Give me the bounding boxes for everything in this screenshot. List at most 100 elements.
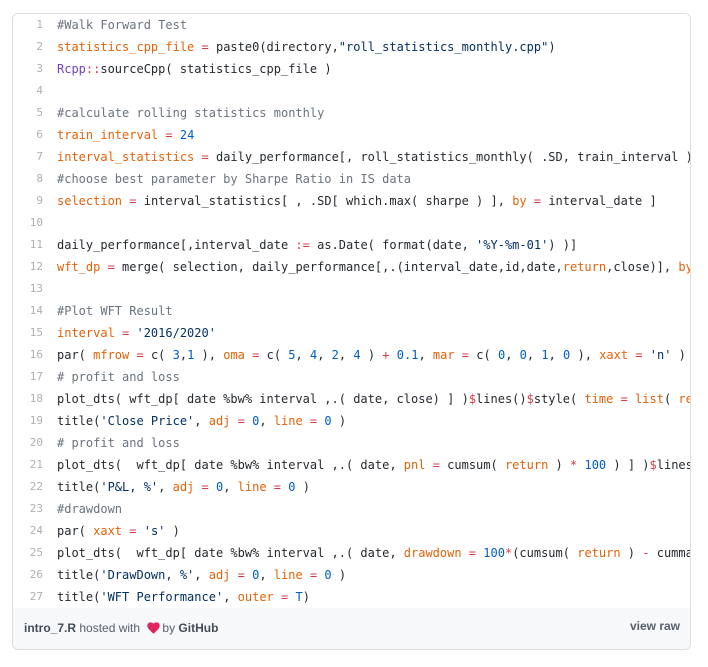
code-token: ) )] [548,238,578,252]
code-line: 20 # profit and loss [13,432,690,454]
line-number[interactable]: 11 [29,238,43,251]
view-raw-link[interactable]: view raw [629,619,680,633]
code-token: = [114,326,137,340]
code-token: 0 [563,348,571,362]
code-token: T [295,590,303,604]
file-name-link[interactable]: intro_7.R [24,621,77,635]
code-token: 1 [187,348,195,362]
code-token: plot_dts( wft_dp[ date %bw% interval ,.(… [57,546,404,560]
code-line: 8 #choose best parameter by Sharpe Ratio … [13,168,690,190]
code-token: :: [85,62,101,76]
code-token: 0 [324,568,332,582]
code-token: ) [165,524,180,538]
line-number[interactable]: 4 [36,84,43,97]
code-line: 17 # profit and loss [13,366,690,388]
code-token: 0 [215,480,224,494]
line-number[interactable]: 17 [29,370,43,383]
line-number[interactable]: 24 [29,524,43,537]
code-token: '2016/2020' [136,326,216,340]
line-number[interactable]: 22 [29,480,43,493]
code-line: 12 wft_dp = merge( selection, daily_perfo… [13,256,690,278]
line-number[interactable]: 5 [36,106,43,119]
line-number[interactable]: 23 [29,502,43,515]
line-number[interactable]: 18 [29,392,43,405]
code-token: c( [266,348,289,362]
code-token: , [194,568,209,582]
code-token: , [179,348,188,362]
code-token: 's' [143,524,166,538]
code-token: = [461,546,484,560]
code-token: 0.1 [396,348,419,362]
code-token: * [504,546,513,560]
line-number[interactable]: 19 [29,414,43,427]
code-token: := [295,238,310,252]
line-number[interactable]: 2 [36,40,43,53]
code-token: , [418,348,433,362]
code-text: # profit and loss [57,366,180,388]
code-line: 13 [13,278,690,300]
code-text: par( xaxt = 's' ) [57,520,180,542]
line-number[interactable]: 21 [29,458,43,471]
code-text: # profit and loss [57,432,180,454]
code-token: pnl [403,458,426,472]
line-number[interactable]: 26 [29,568,43,581]
code-token: $ [468,392,477,406]
code-token: 0 [288,480,296,494]
line-number[interactable]: 25 [29,546,43,559]
code-line: 18 plot_dts( wft_dp[ date %bw% interval ,… [13,388,690,410]
line-number[interactable]: 3 [36,62,43,75]
gist-meta: intro_7.R hosted with by GitHub [24,621,218,635]
code-token: return [577,546,621,560]
code-token: adj [208,568,231,582]
code-token: 0 [519,348,527,362]
github-link[interactable]: GitHub [178,621,219,635]
line-number[interactable]: 1 [36,18,43,31]
code-line: 25 plot_dts( wft_dp[ date %bw% interval ,… [13,542,690,564]
code-text: train_interval = 24 [57,124,194,146]
line-number[interactable]: 9 [36,194,43,207]
line-number[interactable]: 27 [29,590,43,603]
line-number[interactable]: 20 [29,436,43,449]
code-token: 24 [179,128,195,142]
code-token: = [425,458,448,472]
code-token: oma [223,348,245,362]
code-token: 100 [483,546,505,560]
line-number[interactable]: 13 [29,282,43,295]
line-number[interactable]: 8 [36,172,43,185]
line-number[interactable]: 15 [29,326,43,339]
code-token: , [194,414,209,428]
line-number[interactable]: 14 [29,304,43,317]
line-number[interactable]: 12 [29,260,43,273]
code-token: selection [57,194,123,208]
code-token: 1 [541,348,549,362]
code-token: return [504,458,549,472]
code-token: = [194,480,216,494]
code-token: outer [237,590,274,604]
code-token: title( [57,414,101,428]
code-line: 10 [13,212,690,234]
code-token: 0 [497,348,506,362]
code-token: resolution [678,392,690,406]
line-number[interactable]: 10 [29,216,43,229]
code-text: wft_dp = merge( selection, daily_perform… [57,256,690,278]
code-token: , [259,568,274,582]
line-number[interactable]: 16 [29,348,43,361]
code-token: = [100,260,123,274]
code-token: 4 [353,348,361,362]
code-token: by [512,194,527,208]
code-text: title('P&L, %', adj = 0, line = 0 ) [57,476,310,498]
code-token: as.Date( format(date, [309,238,477,252]
code-text: plot_dts( wft_dp[ date %bw% interval ,.(… [57,388,690,410]
line-number[interactable]: 6 [36,128,43,141]
code-token: ) ] ) [606,458,650,472]
code-token: c( [150,348,173,362]
code-text: #choose best parameter by Sharpe Ratio i… [57,168,411,190]
code-text: #Plot WFT Result [57,300,173,322]
code-text: par( mfrow = c( 3,1 ), oma = c( 5, 4, 2,… [57,344,686,366]
code-token: #Walk Forward Test [57,18,188,32]
line-number[interactable]: 7 [36,150,43,163]
